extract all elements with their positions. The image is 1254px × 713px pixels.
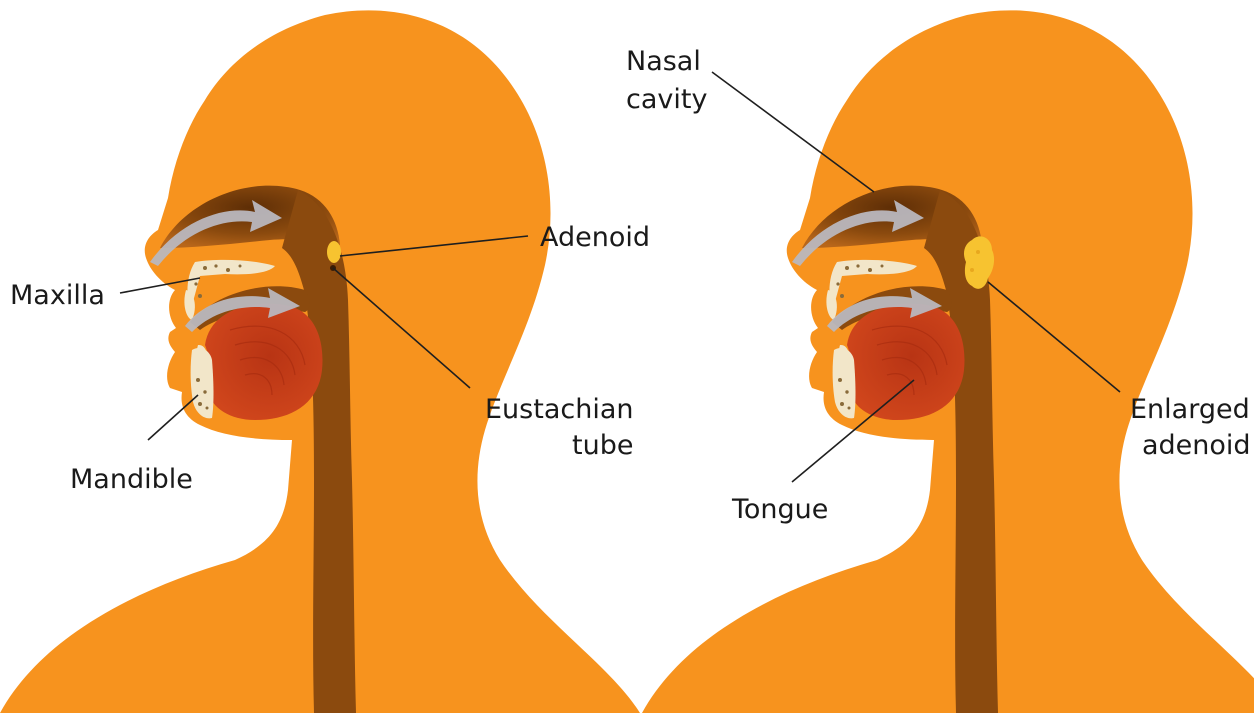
label-tongue: Tongue	[731, 494, 828, 525]
label-eustachian-line2: tube	[572, 430, 633, 461]
label-enlarged-line1: Enlarged	[1130, 394, 1250, 425]
label-mandible: Mandible	[70, 464, 193, 495]
normal-anatomy-panel: Maxilla Mandible Adenoid Eustachian tube	[0, 10, 650, 713]
label-nasal-line1: Nasal	[626, 46, 701, 77]
label-adenoid: Adenoid	[540, 222, 650, 253]
label-eustachian-line1: Eustachian	[485, 394, 634, 425]
tongue-shape	[205, 304, 323, 420]
label-maxilla: Maxilla	[10, 280, 105, 311]
tongue-shape	[847, 304, 965, 420]
enlarged-adenoid-panel: Nasal cavity Tongue Enlarged adenoid	[626, 10, 1254, 713]
label-enlarged-line2: adenoid	[1142, 430, 1251, 461]
label-nasal-line2: cavity	[626, 84, 707, 115]
adenoid-icon	[327, 241, 341, 263]
